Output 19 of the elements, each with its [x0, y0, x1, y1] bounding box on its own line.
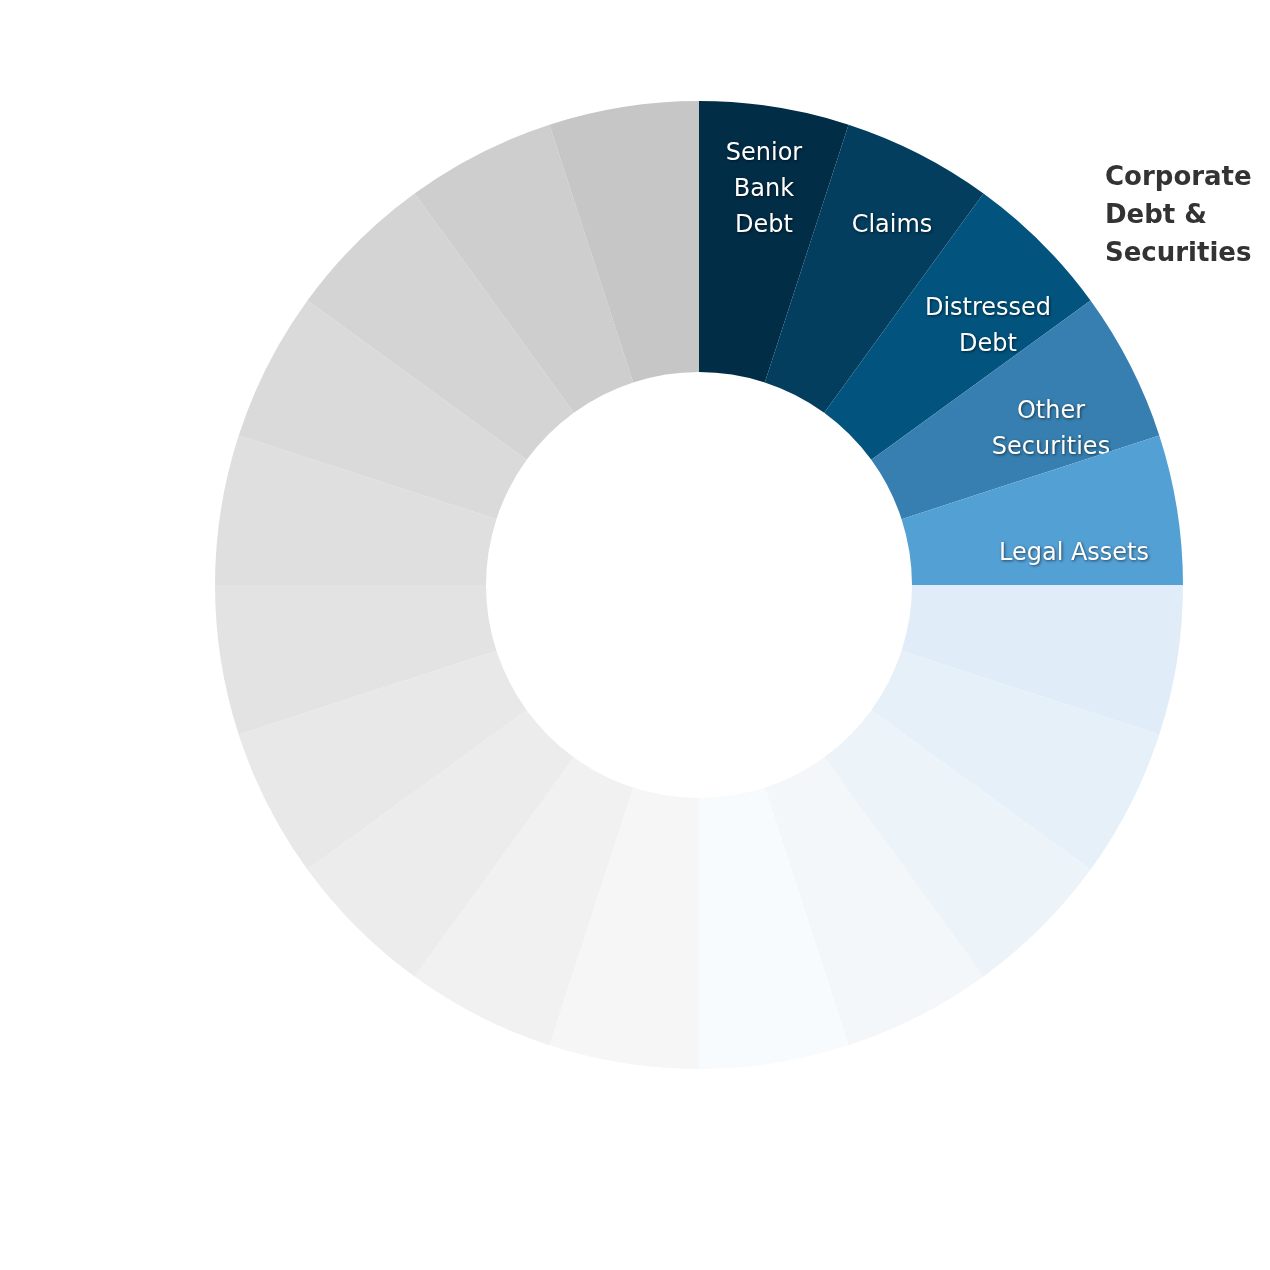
segment-label: Distressed Debt [923, 292, 1053, 359]
group-heading: Corporate Debt & Securities [1105, 160, 1253, 269]
segment-label: Claims [851, 209, 933, 240]
donut-segment [307, 193, 574, 460]
segment-label: Legal Assets [998, 537, 1150, 568]
donut-segment [307, 710, 574, 977]
donut-segment [414, 124, 634, 413]
donut-segment [238, 650, 527, 870]
donut-segment [901, 585, 1183, 735]
donut-segment [215, 585, 497, 735]
segment-label: Other Securities [990, 395, 1112, 462]
donut-segment [871, 650, 1160, 870]
donut-segment [238, 300, 527, 520]
donut-segment [549, 101, 699, 383]
donut-segment [901, 435, 1183, 585]
segment-label: Senior Bank Debt [724, 137, 804, 240]
donut-segment [215, 435, 497, 585]
donut-segment [824, 710, 1091, 977]
donut-segment [764, 757, 984, 1046]
